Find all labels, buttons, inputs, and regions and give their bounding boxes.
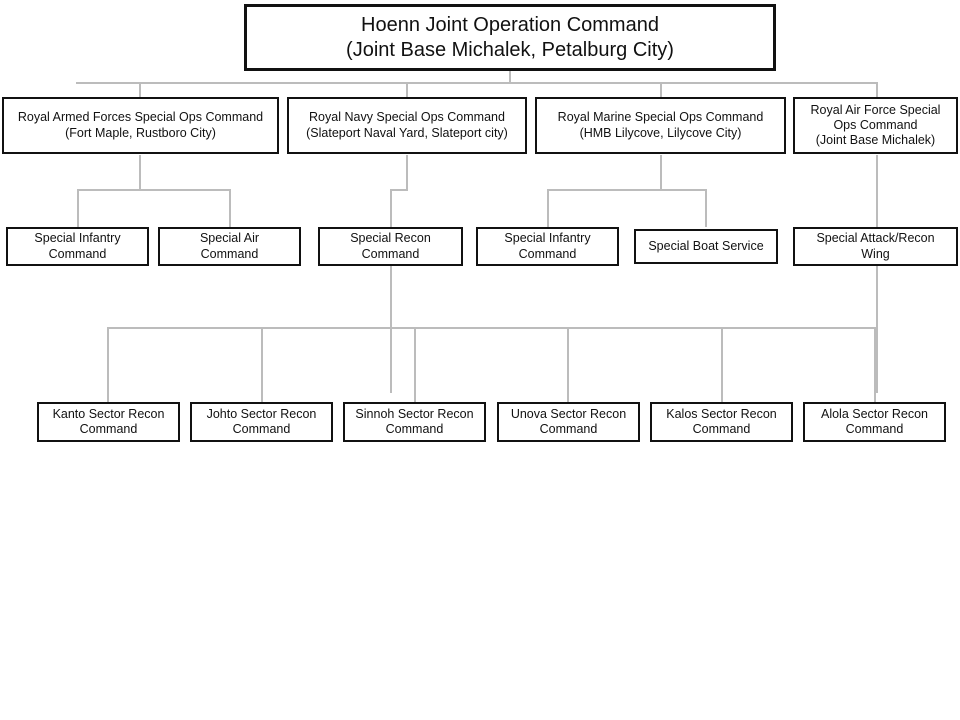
node-alola-sector-recon-command[interactable]: Alola Sector Recon Command — [803, 402, 946, 442]
connector-bus-rafsoc — [77, 189, 231, 191]
connector-drop-alola — [874, 327, 876, 402]
node-label: Special Boat Service — [648, 238, 764, 253]
node-army-special-infantry-command[interactable]: Special Infantry Command — [6, 227, 149, 266]
node-sinnoh-sector-recon-command[interactable]: Sinnoh Sector Recon Command — [343, 402, 486, 442]
node-johto-sector-recon-command[interactable]: Johto Sector Recon Command — [190, 402, 333, 442]
connector-level1-bus — [76, 82, 878, 84]
connector-jog-rnsoc — [390, 189, 408, 191]
connector-drop-army-infantry — [77, 189, 79, 227]
node-label: Johto Sector Recon Command — [206, 406, 317, 436]
node-hoenn-joint-operation-command[interactable]: Hoenn Joint Operation Command (Joint Bas… — [244, 4, 776, 71]
connector-stem-air-wing-down — [876, 265, 878, 393]
connector-bus-rmsoc — [547, 189, 707, 191]
node-marine-special-infantry-command[interactable]: Special Infantry Command — [476, 227, 619, 266]
connector-drop-kalos — [721, 327, 723, 402]
node-royal-armed-forces-special-ops-command[interactable]: Royal Armed Forces Special Ops Command (… — [2, 97, 279, 154]
node-royal-air-force-special-ops-command[interactable]: Royal Air Force Special Ops Command (Joi… — [793, 97, 958, 154]
connector-drop-rafsoc-air — [876, 82, 878, 98]
connector-drop-rmsoc — [660, 82, 662, 98]
node-label: Sinnoh Sector Recon Command — [355, 406, 474, 436]
connector-drop-army-air — [229, 189, 231, 227]
connector-drop-rnsoc — [406, 82, 408, 98]
node-kanto-sector-recon-command[interactable]: Kanto Sector Recon Command — [37, 402, 180, 442]
connector-drop-rafsoc — [139, 82, 141, 98]
node-label: Kanto Sector Recon Command — [52, 406, 165, 436]
node-label: Royal Navy Special Ops Command (Slatepor… — [306, 110, 508, 140]
node-special-attack-recon-wing[interactable]: Special Attack/Recon Wing — [793, 227, 958, 266]
connector-drop-unova — [567, 327, 569, 402]
connector-stem-rmsoc — [660, 155, 662, 191]
connector-stem-rafsoc — [139, 155, 141, 191]
connector-root-stem — [509, 70, 511, 84]
connector-drop-kanto — [107, 327, 109, 402]
node-label: Unova Sector Recon Command — [510, 406, 627, 436]
node-label: Kalos Sector Recon Command — [666, 406, 777, 436]
node-unova-sector-recon-command[interactable]: Unova Sector Recon Command — [497, 402, 640, 442]
node-label: Special Infantry Command — [34, 231, 121, 261]
connector-drop-navy-recon — [390, 189, 392, 227]
node-label: Special Infantry Command — [504, 231, 591, 261]
node-royal-marine-special-ops-command[interactable]: Royal Marine Special Ops Command (HMB Li… — [535, 97, 786, 154]
connector-drop-marine-infantry — [547, 189, 549, 227]
node-navy-special-recon-command[interactable]: Special Recon Command — [318, 227, 463, 266]
node-label: Hoenn Joint Operation Command (Joint Bas… — [346, 14, 674, 61]
node-label: Alola Sector Recon Command — [820, 406, 928, 436]
node-label: Royal Marine Special Ops Command (HMB Li… — [557, 110, 764, 140]
node-kalos-sector-recon-command[interactable]: Kalos Sector Recon Command — [650, 402, 793, 442]
connector-bus-sector-recon — [107, 327, 878, 329]
node-label: Royal Armed Forces Special Ops Command (… — [17, 110, 264, 140]
node-label: Special Air Command — [199, 231, 260, 261]
node-army-special-air-command[interactable]: Special Air Command — [158, 227, 301, 266]
node-royal-navy-special-ops-command[interactable]: Royal Navy Special Ops Command (Slatepor… — [287, 97, 527, 154]
connector-drop-air-attack-recon — [876, 155, 878, 227]
connector-drop-johto — [261, 327, 263, 402]
node-label: Special Recon Command — [350, 231, 431, 261]
node-label: Royal Air Force Special Ops Command (Joi… — [810, 102, 941, 148]
connector-drop-sinnoh — [414, 327, 416, 402]
connector-drop-marine-boat — [705, 189, 707, 227]
node-special-boat-service[interactable]: Special Boat Service — [634, 229, 778, 264]
node-label: Special Attack/Recon Wing — [816, 231, 935, 261]
connector-stem-navy-recon-down — [390, 265, 392, 393]
connector-stem-rnsoc — [406, 155, 408, 191]
